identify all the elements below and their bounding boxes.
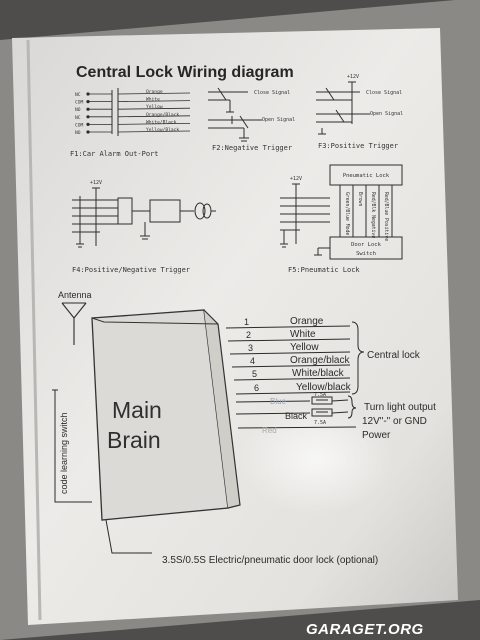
power-wire-red: Red bbox=[262, 426, 277, 435]
f5-wire-3: Red/Blk Negative bbox=[370, 192, 376, 238]
harness-color-5: White/black bbox=[292, 368, 345, 379]
central-lock-label: Central lock bbox=[367, 350, 421, 361]
harness-wire-1 bbox=[225, 325, 351, 329]
f5-pneumatic-lock bbox=[280, 164, 403, 260]
f3-close-label: Close Signal bbox=[366, 90, 402, 96]
harness-wire-2 bbox=[227, 338, 351, 342]
harness-pin-3: 3 bbox=[248, 343, 253, 353]
f1-wire-6 bbox=[117, 130, 191, 133]
harness-color-3: Yellow bbox=[290, 342, 319, 353]
harness-pin-1: 1 bbox=[244, 317, 249, 327]
main-brain-side bbox=[203, 309, 241, 509]
f1-contact-5 bbox=[86, 122, 90, 126]
f1-wire-label-3: Yellow bbox=[146, 104, 163, 110]
harness-wire-4 bbox=[231, 364, 351, 368]
f1-caption: F1:Car Alarm Out-Port bbox=[70, 150, 159, 158]
f1-pin-2: COM bbox=[75, 100, 84, 106]
f1-wire-2 bbox=[117, 100, 191, 102]
f1-contact-4 bbox=[86, 115, 90, 119]
harness-wire-3 bbox=[229, 351, 351, 355]
harness-color-6: Yellow/black bbox=[296, 382, 352, 393]
f3-supply-label: +12V bbox=[347, 74, 359, 80]
harness-color-1: Orange bbox=[290, 316, 324, 327]
f2-close-label: Close Signal bbox=[254, 90, 290, 96]
light-wire-blue: Blue bbox=[270, 397, 287, 406]
watermark: GARAGET.ORG bbox=[306, 621, 424, 638]
f5-supply-label: +12V bbox=[290, 176, 302, 182]
f1-wire-1 bbox=[117, 92, 191, 95]
f1-pin-3: NO bbox=[75, 107, 81, 113]
diagram-title: Central Lock Wiring diagram bbox=[76, 64, 294, 81]
f1-wire-label-2: White bbox=[146, 97, 160, 103]
power-label: Power bbox=[362, 430, 391, 441]
f5-caption: F5:Pneumatic Lock bbox=[288, 266, 360, 274]
f1-pin-4: NC bbox=[75, 115, 81, 121]
harness-color-4: Orange/black bbox=[290, 355, 350, 366]
central-lock-brace bbox=[351, 321, 365, 395]
turn-light-voltage: 12V"-" or GND bbox=[362, 416, 427, 427]
fuse-label-1: 7.5A bbox=[314, 392, 326, 398]
harness-pin-6: 6 bbox=[254, 383, 259, 393]
f3-caption: F3:Positive Trigger bbox=[318, 142, 398, 150]
code-learning-switch-label: code learning switch bbox=[59, 412, 69, 494]
f1-wire-3 bbox=[117, 107, 191, 110]
f4-supply-label: +12V bbox=[90, 180, 102, 186]
f1-contact-1 bbox=[86, 92, 90, 96]
f4-posneg-trigger bbox=[72, 187, 216, 248]
light-wire-black: Black bbox=[285, 411, 308, 421]
f1-wire-label-4: Orange/Black bbox=[146, 112, 179, 118]
f1-contact-6 bbox=[86, 130, 90, 134]
brain-label-2: Brain bbox=[107, 427, 161, 453]
page-fold bbox=[26, 39, 42, 621]
power-wire bbox=[237, 426, 357, 429]
f1-wire-label-1: Orange bbox=[146, 89, 163, 95]
harness-pin-2: 2 bbox=[246, 330, 251, 340]
f1-wire-5 bbox=[117, 123, 191, 125]
f1-contact-3 bbox=[86, 107, 90, 111]
turn-light-label: Turn light output bbox=[364, 402, 436, 413]
f4-caption: F4:Positive/Negative Trigger bbox=[72, 266, 190, 274]
f5-wire-4: Red/Blue Positive bbox=[383, 192, 389, 241]
f2-negative-trigger bbox=[208, 87, 262, 142]
f5-top-box: Pneumatic Lock bbox=[343, 173, 390, 179]
code-learning-switch-wire bbox=[52, 389, 92, 503]
f1-pin-1: NC bbox=[75, 92, 81, 98]
f1-pin-5: COM bbox=[75, 122, 84, 128]
turn-light-wires bbox=[235, 395, 357, 419]
f1-wire-label-5: White/Black bbox=[146, 119, 177, 125]
f1-rows: NCOrangeCOMWhiteNOYellowNCOrange/BlackCO… bbox=[75, 89, 191, 136]
f3-positive-trigger bbox=[316, 81, 370, 135]
f1-pin-6: NO bbox=[75, 130, 81, 136]
f5-wire-2: Brown bbox=[357, 192, 363, 207]
f5-wire-1: Green/Blue Mode bbox=[344, 192, 350, 235]
optional-lock-label: 3.5S/0.5S Electric/pneumatic door lock (… bbox=[162, 555, 378, 566]
harness-pin-4: 4 bbox=[250, 356, 255, 366]
harness-wire-6 bbox=[235, 391, 351, 395]
harness-color-2: White bbox=[290, 329, 316, 340]
main-brain-top-edge bbox=[91, 317, 219, 325]
f3-open-label: Open Signal bbox=[370, 111, 403, 117]
f5-switch-line-2: Switch bbox=[356, 251, 376, 257]
f2-caption: F2:Negative Trigger bbox=[212, 144, 292, 152]
f1-wire-label-6: Yellow/Black bbox=[146, 127, 179, 133]
f5-switch-line-1: Door Lock bbox=[351, 242, 381, 248]
antenna-symbol bbox=[61, 302, 87, 345]
optional-lock-wire bbox=[105, 519, 152, 554]
f1-alarm-outport bbox=[111, 88, 119, 136]
harness-pin-5: 5 bbox=[252, 369, 257, 379]
antenna-label: Antenna bbox=[58, 290, 92, 300]
f2-open-label: Open Signal bbox=[262, 117, 295, 123]
fuse-label-2: 7.5A bbox=[314, 420, 326, 426]
brain-label-1: Main bbox=[112, 397, 162, 423]
f1-contact-2 bbox=[86, 100, 90, 104]
harness-wire-5 bbox=[233, 377, 351, 381]
f1-wire-4 bbox=[117, 115, 191, 118]
central-lock-harness: 1 Orange 2 White 3 Yellow 4 Orange/black 5 White/… bbox=[225, 316, 352, 395]
